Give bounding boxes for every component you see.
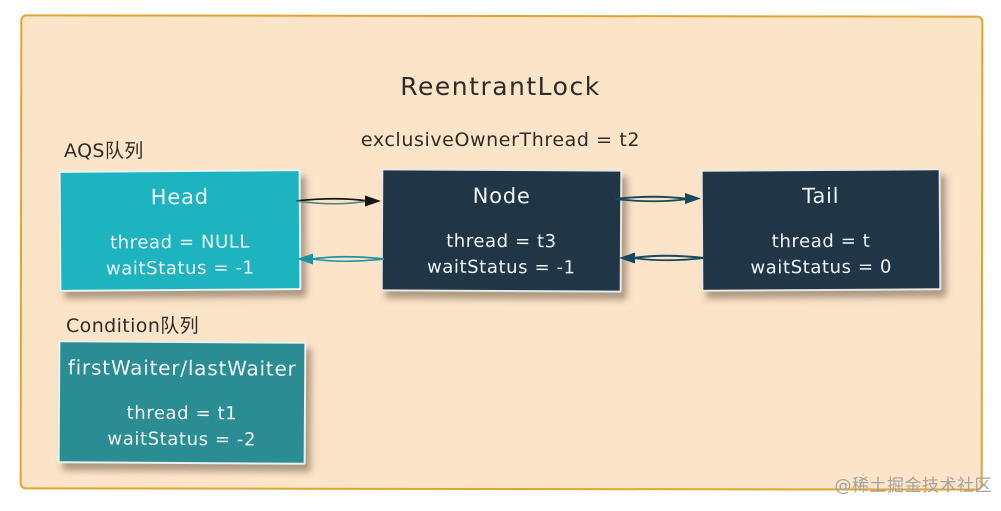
node-waitstatus-field: waitStatus = -1: [426, 256, 576, 279]
tail-thread-field: thread = t: [771, 230, 871, 253]
tail-node-title: Tail: [802, 183, 840, 209]
exclusive-owner-thread-label: exclusiveOwnerThread = t2: [360, 129, 641, 151]
condition-queue-label: Condition队列: [66, 315, 200, 337]
aqs-tail-node-box: Tail thread = t waitStatus = 0: [700, 168, 942, 292]
aqs-queue-label: AQS队列: [64, 140, 144, 162]
middle-node-title: Node: [472, 183, 531, 209]
head-node-title: Head: [150, 184, 209, 210]
aqs-middle-node-box: Node thread = t3 waitStatus = -1: [380, 168, 623, 293]
watermark: @稀土掘金技术社区: [834, 476, 992, 496]
head-thread-field: thread = NULL: [109, 231, 251, 254]
condition-waiter-node-box: firstWaiter/lastWaiter thread = t1 waitS…: [57, 340, 307, 465]
condition-waitstatus-field: waitStatus = -2: [107, 428, 257, 451]
aqs-head-node-box: Head thread = NULL waitStatus = -1: [58, 169, 302, 292]
tail-waitstatus-field: waitStatus = 0: [750, 256, 893, 279]
node-thread-field: thread = t3: [446, 230, 557, 253]
condition-thread-field: thread = t1: [126, 402, 238, 425]
page-title: ReentrantLock: [400, 72, 601, 101]
condition-node-title: firstWaiter/lastWaiter: [67, 355, 297, 381]
head-waitstatus-field: waitStatus = -1: [105, 257, 255, 280]
